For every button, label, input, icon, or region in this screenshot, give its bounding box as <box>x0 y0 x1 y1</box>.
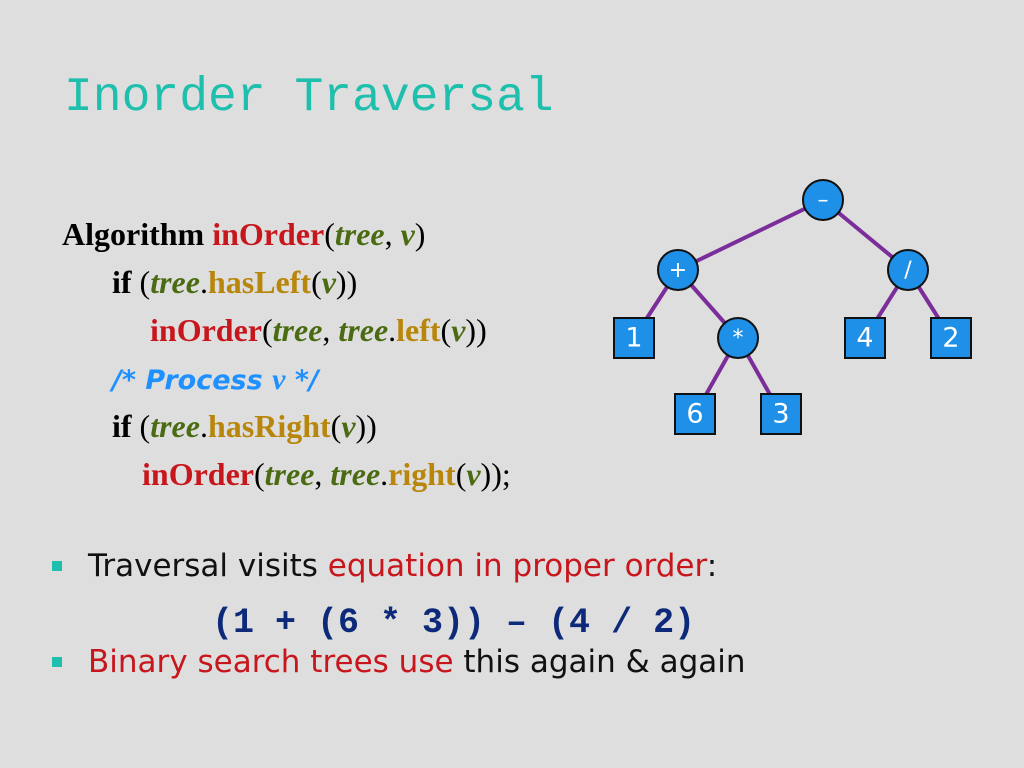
var-v: v <box>341 408 356 444</box>
var-tree: tree <box>150 264 200 300</box>
tree-node-six-shape <box>674 393 716 435</box>
tree-node-minus: – <box>802 179 844 221</box>
bullet-text-pre: Traversal visits <box>88 548 328 584</box>
tree-node-two: 2 <box>930 317 972 359</box>
var-v: v <box>451 312 466 348</box>
bullet-list: Traversal visits equation in proper orde… <box>52 540 746 688</box>
algorithm-pseudocode: Algorithm inOrder(tree, v) if (tree.hasL… <box>62 210 511 498</box>
algorithm-keyword: Algorithm <box>62 216 205 252</box>
method-left: left <box>396 312 441 348</box>
bullet-text-post: : <box>706 548 718 584</box>
bullet-text-post: this again & again <box>453 644 746 680</box>
tree-node-minus-label: – <box>818 188 829 213</box>
algorithm-signature: Algorithm inOrder(tree, v) <box>62 216 426 252</box>
expression-tree-diagram: – + / 1 * 4 2 6 3 <box>613 179 972 435</box>
bullet-square-icon <box>52 561 62 571</box>
method-hasright: hasRight <box>207 408 331 444</box>
tree-nodes: – + / 1 * 4 2 6 3 <box>613 179 972 435</box>
tree-node-six-label: 6 <box>686 399 703 430</box>
tree-node-minus-shape <box>802 179 844 221</box>
if-hasleft-line: if (tree.hasLeft(v)) <box>112 264 358 300</box>
tree-node-four: 4 <box>844 317 886 359</box>
var-v: v <box>466 456 481 492</box>
tree-node-six: 6 <box>674 393 716 435</box>
var-tree: tree <box>334 216 385 252</box>
tree-node-three-label: 3 <box>772 399 789 430</box>
bullet-square-icon <box>52 657 62 667</box>
tree-node-plus-shape <box>657 249 699 291</box>
tree-node-two-label: 2 <box>942 323 959 354</box>
tree-node-times-label: * <box>733 326 744 351</box>
tree-node-three: 3 <box>760 393 802 435</box>
tree-node-div-label: / <box>904 258 912 283</box>
slide-title: Inorder Traversal <box>64 71 554 125</box>
comment-close: */ <box>294 365 319 396</box>
var-tree: tree <box>330 456 381 492</box>
if-keyword: if <box>112 264 132 300</box>
process-comment: /* Process v */ <box>112 363 319 396</box>
if-keyword: if <box>112 408 132 444</box>
fn-name: inOrder <box>212 216 325 252</box>
var-tree: tree <box>264 456 315 492</box>
bullet-item-traversal: Traversal visits equation in proper orde… <box>52 540 746 592</box>
var-v: v <box>400 216 415 252</box>
method-right: right <box>388 456 456 492</box>
tree-node-one: 1 <box>613 317 655 359</box>
fn-name: inOrder <box>150 312 262 348</box>
var-tree: tree <box>150 408 200 444</box>
bullet-text: Binary search trees use this again & aga… <box>88 644 746 680</box>
tree-node-plus-label: + <box>669 258 687 283</box>
process-comment-line: /* Process v */ <box>62 354 511 402</box>
tree-node-two-shape <box>930 317 972 359</box>
bullet-item-bst: Binary search trees use this again & aga… <box>52 636 746 688</box>
tree-node-times: * <box>717 317 759 359</box>
tree-node-div: / <box>887 249 929 291</box>
comment-open: /* Process <box>112 365 263 396</box>
tree-node-one-label: 1 <box>625 323 642 354</box>
tree-edges <box>632 198 953 415</box>
inorder-right-line: inOrder(tree, tree.right(v)); <box>142 456 511 492</box>
method-hasleft: hasLeft <box>207 264 312 300</box>
bullet-highlight: Binary search trees use <box>88 644 454 680</box>
var-tree: tree <box>272 312 323 348</box>
var-tree: tree <box>338 312 389 348</box>
bullet-text: Traversal visits equation in proper orde… <box>88 548 717 584</box>
tree-node-one-shape <box>613 317 655 359</box>
tree-node-four-label: 4 <box>856 323 873 354</box>
bullet-highlight: equation in proper order <box>327 548 707 584</box>
inorder-left-line: inOrder(tree, tree.left(v)) <box>150 312 487 348</box>
tree-node-times-shape <box>717 317 759 359</box>
if-hasright-line: if (tree.hasRight(v)) <box>112 408 377 444</box>
tree-edge-minus-plus <box>677 198 824 272</box>
equation: (1 + (6 * 3)) – (4 / 2) <box>212 603 696 643</box>
var-v: v <box>321 264 336 300</box>
tree-node-plus: + <box>657 249 699 291</box>
tree-node-three-shape <box>760 393 802 435</box>
fn-name: inOrder <box>142 456 254 492</box>
tree-node-div-shape <box>887 249 929 291</box>
comment-var-v: v <box>272 363 286 396</box>
tree-node-four-shape <box>844 317 886 359</box>
